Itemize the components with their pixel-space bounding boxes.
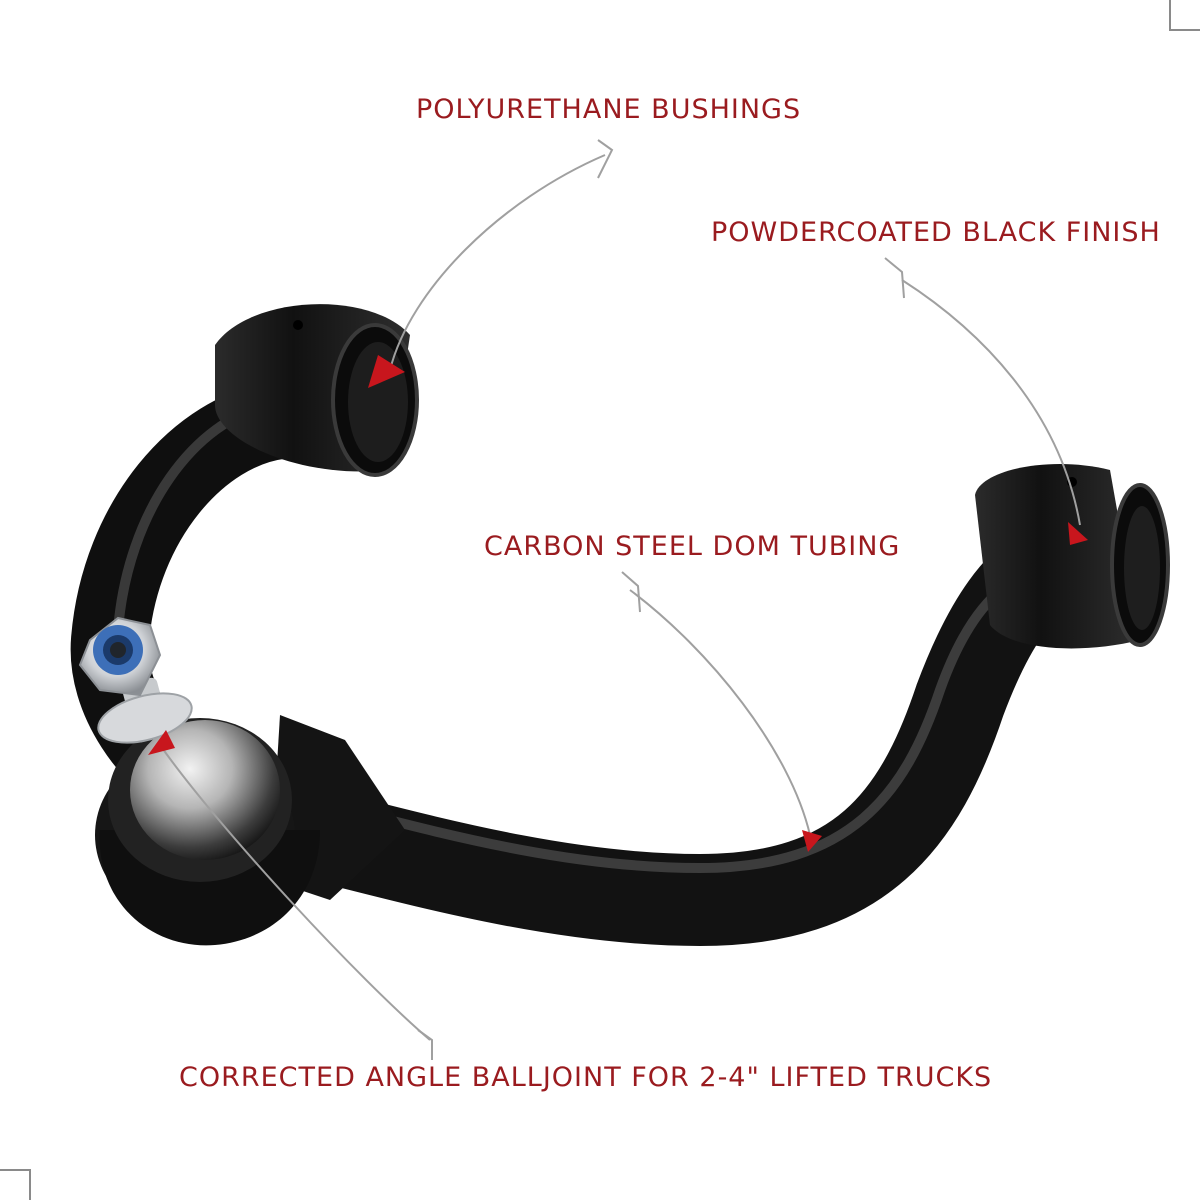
label-corrected-balljoint: CORRECTED ANGLE BALLJOINT FOR 2-4" LIFTE… xyxy=(179,1062,993,1093)
balljoint-housing xyxy=(95,715,405,946)
right-bushing xyxy=(975,464,1170,649)
leader-powdercoated xyxy=(901,279,1081,526)
balljoint-stud xyxy=(78,616,193,744)
arrow-icon-balljoint xyxy=(148,730,175,755)
arrow-icon-powdercoated xyxy=(1068,522,1088,545)
balljoint-nut-icon xyxy=(78,616,162,697)
leader-carbon xyxy=(629,589,811,836)
leader-lines xyxy=(159,139,1081,1060)
label-carbon-steel-tubing: CARBON STEEL DOM TUBING xyxy=(484,531,901,562)
arrow-icon-polyurethane xyxy=(368,355,405,388)
left-bushing xyxy=(215,304,419,477)
arrow-icons xyxy=(148,355,1088,852)
leader-balljoint xyxy=(159,744,431,1041)
label-powdercoated-finish: POWDERCOATED BLACK FINISH xyxy=(711,217,1161,248)
label-polyurethane-bushings: POLYURETHANE BUSHINGS xyxy=(416,94,802,125)
arrow-icon-carbon xyxy=(802,830,822,852)
leader-polyurethane xyxy=(389,154,606,371)
